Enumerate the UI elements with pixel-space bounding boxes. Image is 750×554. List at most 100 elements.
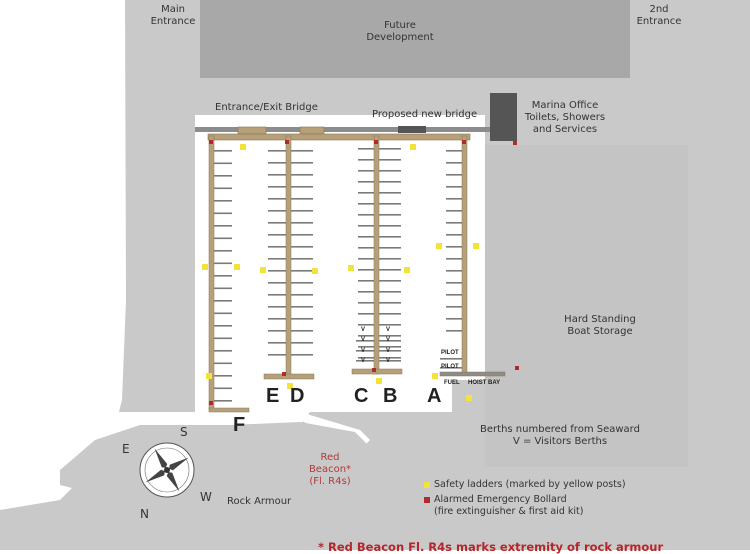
berth-finger-f-9 <box>214 262 232 265</box>
pier-label-f: F <box>233 414 246 436</box>
safety-ladder-14 <box>466 395 472 401</box>
berth-finger-a-0 <box>446 150 462 152</box>
rock-armour <box>60 422 368 495</box>
berth-finger-f-8 <box>214 250 232 252</box>
berth-finger-e-9 <box>268 258 286 260</box>
berth-finger-b-6 <box>379 214 401 216</box>
pier-spine-cb <box>373 135 380 375</box>
berth-finger-b-3 <box>379 181 401 183</box>
berth-finger-e-15 <box>268 330 286 332</box>
marina-office-building <box>490 93 517 141</box>
second-entrance-label: 2nd Entrance <box>634 4 684 28</box>
emergency-bollard-8 <box>515 366 519 370</box>
pier-spines <box>208 135 506 413</box>
red-beacon-label: Red Beacon* (Fl. R4s) <box>300 452 360 488</box>
berth-finger-f-3 <box>214 187 232 190</box>
hard-standing-line2: Boat Storage <box>567 326 633 337</box>
berth-finger-e-8 <box>268 246 286 248</box>
berth-finger-e-11 <box>268 282 286 284</box>
safety-ladder-8 <box>436 243 442 249</box>
berth-finger-f-20 <box>214 400 232 402</box>
safety-ladder-7 <box>404 267 410 273</box>
pilot-finger-1 <box>440 358 462 360</box>
berth-finger-c-6 <box>358 214 374 216</box>
berth-finger-a-13 <box>446 306 462 308</box>
berth-finger-a-3 <box>446 186 462 188</box>
berth-finger-d-8 <box>291 246 313 248</box>
legend-ladder-swatch <box>424 482 430 488</box>
legend-bollard-swatch <box>424 497 430 503</box>
berth-finger-c-3 <box>358 181 374 183</box>
berth-finger-f-13 <box>214 312 232 315</box>
berth-finger-b-14 <box>379 302 401 304</box>
entrance-exit-bridge-label: Entrance/Exit Bridge <box>215 102 318 113</box>
berth-finger-e-6 <box>268 222 286 224</box>
emergency-bollard-6 <box>282 372 286 376</box>
berth-finger-b-12 <box>379 280 401 282</box>
visitor-finger-b-2 <box>379 360 401 362</box>
berth-finger-f-19 <box>214 387 232 390</box>
entrance-exit-bridge-deck-2 <box>299 126 325 135</box>
berth-finger-b-15 <box>379 313 401 315</box>
berth-finger-e-13 <box>268 306 286 308</box>
legend-ladders-text: Safety ladders (marked by yellow posts) <box>434 479 626 490</box>
red-beacon-line2: (Fl. R4s) <box>309 476 351 487</box>
pier-ed-end <box>263 373 315 380</box>
berths-note-line2: V = Visitors Berths <box>512 436 608 447</box>
safety-ladder-6 <box>348 265 354 271</box>
entrance-exit-bridge-deck-1 <box>237 126 267 135</box>
berth-finger-a-8 <box>446 246 462 248</box>
emergency-bollard-0 <box>209 140 213 144</box>
berth-finger-b-8 <box>379 236 401 238</box>
marina-office-line3: and Services <box>532 124 598 135</box>
future-development-area <box>200 0 630 78</box>
berth-finger-d-17 <box>291 354 313 356</box>
berth-finger-f-7 <box>214 237 232 240</box>
pilot-label-1: PILOT <box>441 350 459 356</box>
berth-finger-b-2 <box>379 170 401 172</box>
berth-finger-c-11 <box>358 269 374 271</box>
berth-finger-f-15 <box>214 337 232 340</box>
berth-finger-a-6 <box>446 222 462 224</box>
entrance-channel <box>95 412 370 450</box>
berth-finger-e-12 <box>268 294 286 296</box>
berth-finger-f-1 <box>214 162 232 165</box>
pilot-finger-2 <box>440 367 462 369</box>
berth-finger-b-7 <box>379 225 401 227</box>
emergency-bollard-2 <box>374 140 378 144</box>
berth-finger-c-4 <box>358 192 374 194</box>
berth-finger-e-10 <box>268 270 286 272</box>
marina-office-line2: Toilets, Showers <box>524 112 606 123</box>
berth-finger-d-9 <box>291 258 313 260</box>
safety-ladder-11 <box>287 383 293 389</box>
second-entrance-line2: Entrance <box>636 16 682 27</box>
compass-label-s: S <box>180 425 188 439</box>
berth-finger-d-2 <box>291 174 313 176</box>
safety-ladder-3 <box>234 264 240 270</box>
visitor-berth-v-8: V <box>386 358 391 364</box>
emergency-bollard-7 <box>372 368 376 372</box>
berth-finger-a-1 <box>446 162 462 164</box>
visitor-berth-v-1: V <box>361 327 366 333</box>
berth-finger-a-2 <box>446 174 462 176</box>
berths-note-line1: Berths numbered from Seaward <box>480 424 640 435</box>
marina-office-line1: Marina Office <box>531 100 599 111</box>
berth-finger-c-16 <box>358 324 374 326</box>
hard-standing-area <box>485 145 688 467</box>
fuel-label: FUEL <box>444 380 460 386</box>
berth-finger-c-14 <box>358 302 374 304</box>
pier-label-d: D <box>290 385 305 407</box>
berth-finger-a-7 <box>446 234 462 236</box>
pier-f-end-arm <box>208 407 250 413</box>
future-development-label: Future Development <box>350 20 450 44</box>
berth-finger-c-15 <box>358 313 374 315</box>
berth-finger-f-18 <box>214 375 232 377</box>
berth-finger-a-5 <box>446 210 462 212</box>
berth-finger-f-10 <box>214 275 232 277</box>
main-walkway <box>207 133 471 141</box>
proposed-bridge <box>195 127 490 132</box>
berth-finger-d-0 <box>291 150 313 152</box>
berth-finger-b-11 <box>379 269 401 271</box>
berth-finger-d-13 <box>291 306 313 308</box>
visitor-berth-v-4: V <box>361 358 366 364</box>
